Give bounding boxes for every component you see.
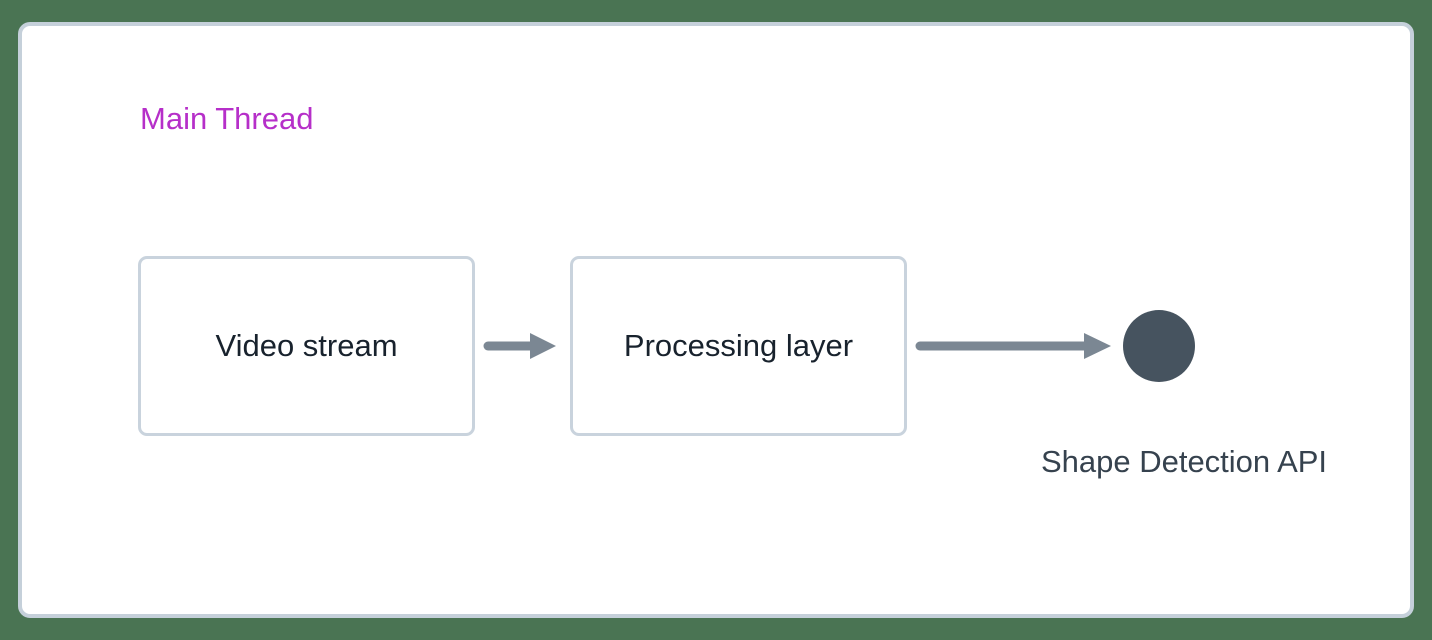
node-processing-layer: Processing layer bbox=[570, 256, 907, 436]
arrow-right-icon bbox=[915, 333, 1111, 359]
node-processing-layer-label: Processing layer bbox=[623, 328, 854, 363]
node-video-stream-label: Video stream bbox=[215, 328, 398, 363]
node-shape-detection-api-circle bbox=[1123, 310, 1195, 382]
node-shape-detection-api-label: Shape Detection API bbox=[1040, 444, 1328, 479]
arrow-right-icon bbox=[483, 333, 556, 359]
main-thread-lane: Main Thread Video stream Processing laye… bbox=[18, 22, 1414, 618]
node-video-stream: Video stream bbox=[138, 256, 475, 436]
lane-title: Main Thread bbox=[140, 101, 314, 136]
